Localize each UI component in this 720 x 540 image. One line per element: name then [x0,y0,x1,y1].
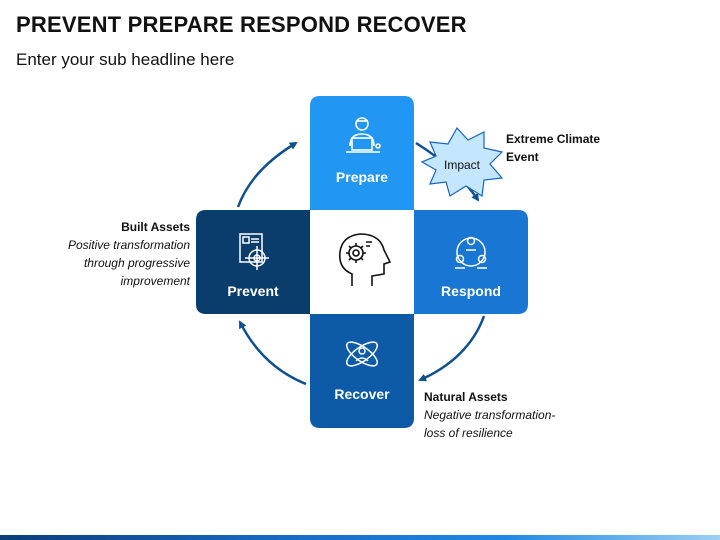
page-subtitle: Enter your sub headline here [16,50,235,69]
arrow-prevent-to-prepare [236,141,298,208]
arrow-recover-to-prevent [238,320,307,386]
built-assets-body: Positive transformation through progress… [67,238,190,288]
climate-annotation: Extreme Climate Event [506,130,606,166]
prevent-block: Prevent [196,210,310,314]
impact-label: Impact [444,158,481,172]
footer-gradient-bar [0,535,720,540]
target-document-icon [239,233,269,270]
arrow-respond-to-recover [418,315,486,382]
respond-block: Respond [414,210,528,314]
recover-label: Recover [334,386,390,402]
respond-label: Respond [441,283,501,299]
prepare-block: Prepare [310,96,414,210]
impact-burst: Impact [420,126,504,198]
network-people-icon [455,236,487,269]
page-title: PREVENT PREPARE RESPOND RECOVER [16,12,467,37]
head-gear-icon [338,233,392,286]
natural-assets-annotation: Natural Assets Negative transformation-l… [424,388,574,442]
atom-person-icon [345,341,379,367]
center-block [310,210,414,314]
prevent-label: Prevent [227,283,279,299]
recover-block: Recover [310,314,414,428]
prepare-label: Prepare [336,169,388,185]
built-assets-title: Built Assets [121,220,190,234]
presenter-icon [346,117,381,153]
natural-assets-body: Negative transformation-loss of resilien… [424,408,556,440]
natural-assets-title: Natural Assets [424,390,508,404]
built-assets-annotation: Built Assets Positive transformation thr… [58,218,190,290]
climate-title: Extreme Climate Event [506,132,601,164]
